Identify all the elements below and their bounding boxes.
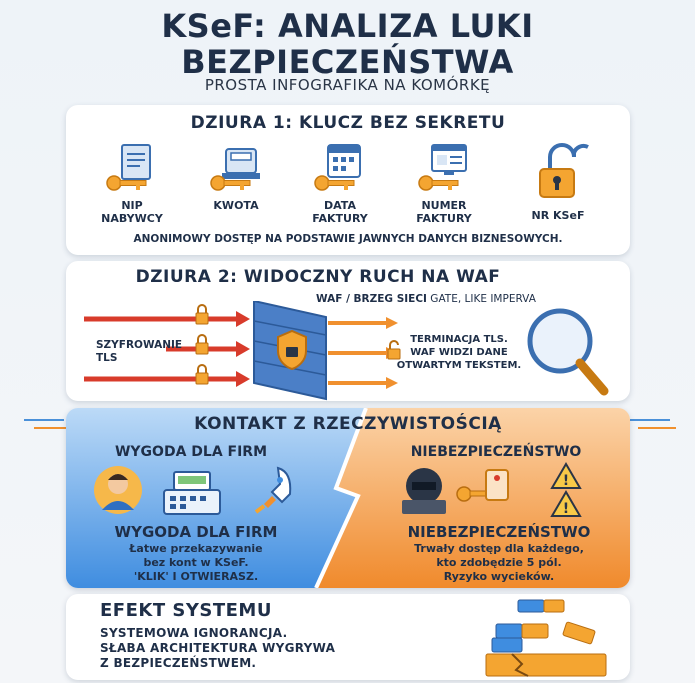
screen-key-icon: [418, 144, 467, 191]
convenience-heading-2: WYGODA DLA FIRM: [114, 523, 278, 541]
hole-1-item-nr-ksef: NR KSeF: [510, 139, 606, 231]
hole-1-item-kwota: KWOTA: [188, 139, 284, 231]
effect-body: SYSTEMOWA IGNORANCJA. SŁABA ARCHITEKTURA…: [100, 626, 336, 670]
hole-1-item-nip: NIP NABYWCY: [84, 139, 180, 231]
magnifier-icon: [527, 308, 609, 396]
convenience-body: Łatwe przekazywanie bez kont w KSeF. 'KL…: [129, 542, 263, 583]
page-title: KSeF: ANALIZA LUKI BEZPIECZEŃSTWA: [0, 8, 695, 80]
tls-label: SZYFROWANIE TLS: [96, 339, 183, 364]
firewall-icon: [253, 301, 327, 401]
rocket-icon: [254, 466, 292, 514]
hole-2-subtitle: WAF / BRZEG SIECI GATE, LIKE IMPERVA: [316, 293, 536, 305]
warning-icon: !: [550, 462, 582, 489]
hole-2-title: DZIURA 2: WIDOCZNY RUCH NA WAF: [135, 267, 501, 287]
hole-1-item-label: NIP NABYWCY: [101, 199, 163, 225]
title-line-1: KSeF: ANALIZA LUKI: [161, 7, 534, 45]
page-subtitle: PROSTA INFOGRAFIKA NA KOMÓRKĘ: [204, 76, 491, 94]
danger-heading: NIEBEZPIECZEŃSTWO: [410, 444, 582, 460]
document-key-icon: [106, 144, 151, 191]
plaintext-arrow-icon: [328, 317, 398, 329]
cash-register-key-icon: [210, 148, 260, 191]
open-lock-icon: [387, 340, 401, 360]
effect-title: EFEKT SYSTEMU: [100, 600, 272, 621]
encrypted-arrow-icon: [84, 371, 250, 387]
danger-heading-2: NIEBEZPIECZEŃSTWO: [407, 523, 591, 541]
user-avatar-icon: [94, 466, 142, 514]
hole-1-item-label: KWOTA: [213, 199, 259, 212]
warning-icon: !: [550, 490, 582, 517]
lock-icon: [195, 304, 209, 325]
contact-card: KONTAKT Z RZECZYWISTOŚCIĄ WYGODA DLA FIR…: [66, 408, 630, 588]
hole-1-item-label: NR KSeF: [531, 209, 585, 222]
broken-blocks-icon: [485, 599, 607, 677]
hole-1-card: DZIURA 1: KLUCZ BEZ SEKRETU NIP NABYWCY …: [66, 105, 630, 255]
hole-1-item-label: DATA FAKTURY: [312, 199, 368, 225]
decorative-lines-right: [630, 419, 676, 429]
tls-traffic-diagram: [84, 301, 609, 401]
danger-body: Trwały dostęp dla każdego, kto zdobędzie…: [414, 542, 584, 583]
title-line-2: BEZPIECZEŃSTWA: [181, 43, 514, 81]
hacker-icon: [402, 468, 446, 514]
waf-note: TERMINACJA TLS. WAF WIDZI DANE OTWARTYM …: [396, 334, 522, 371]
encrypted-arrow-icon: [84, 311, 250, 327]
hole-1-item-data: DATA FAKTURY: [292, 139, 388, 231]
hole-1-title: DZIURA 1: KLUCZ BEZ SEKRETU: [190, 113, 506, 133]
lock-icon: [195, 364, 209, 385]
calendar-key-icon: [314, 144, 361, 191]
contact-title: KONTAKT Z RZECZYWISTOŚCIĄ: [194, 414, 502, 434]
cash-register-icon: [163, 471, 221, 515]
open-padlock-icon: [539, 143, 589, 198]
hole-2-card: DZIURA 2: WIDOCZNY RUCH NA WAF WAF / BRZ…: [66, 261, 630, 401]
hole-1-item-numer: NUMER FAKTURY: [396, 139, 492, 231]
convenience-heading: WYGODA DLA FIRM: [114, 444, 268, 460]
hole-1-item-label: NUMER FAKTURY: [416, 199, 472, 225]
plaintext-arrow-icon: [328, 377, 398, 389]
contact-icons: ! !: [94, 462, 582, 517]
svg-text:!: !: [563, 501, 569, 517]
effect-card: EFEKT SYSTEMU SYSTEMOWA IGNORANCJA. SŁAB…: [66, 594, 630, 680]
svg-text:!: !: [563, 473, 569, 489]
keys-icon: [456, 469, 509, 502]
lock-icon: [195, 334, 209, 355]
hole-1-footer: ANONIMOWY DOSTĘP NA PODSTAWIE JAWNYCH DA…: [133, 233, 563, 245]
